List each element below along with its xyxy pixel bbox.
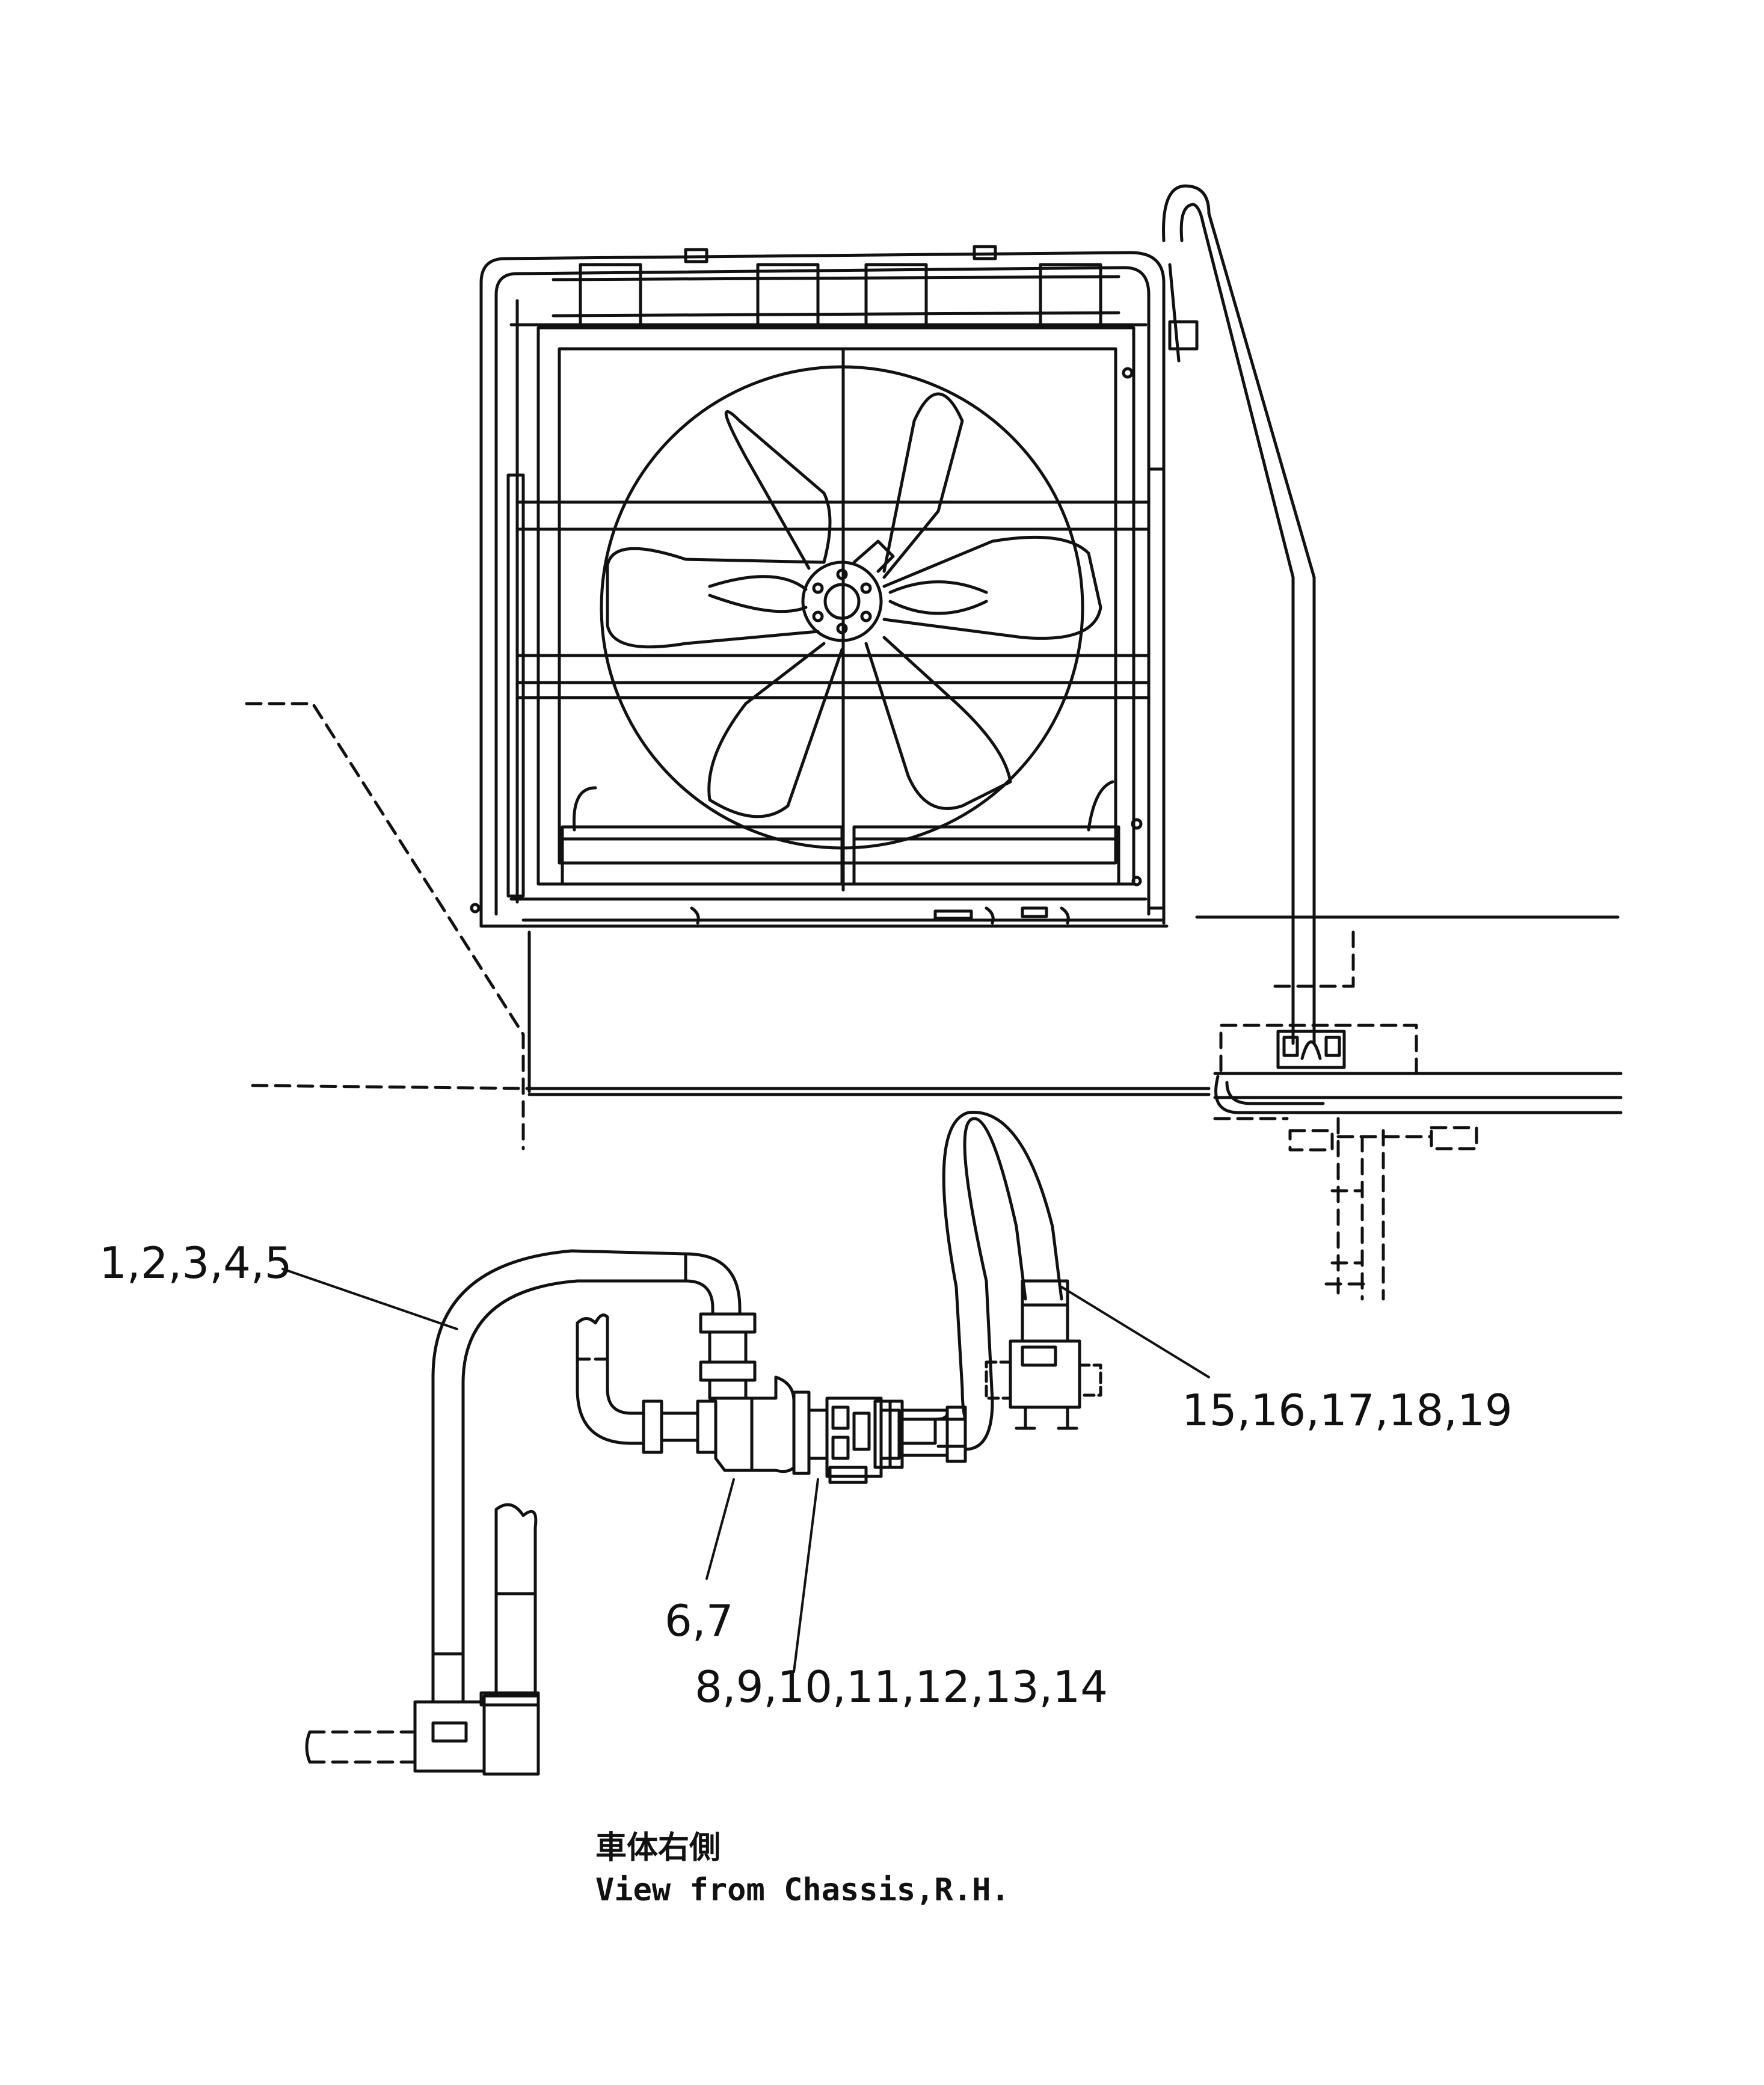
top-cap-2 (756, 263, 820, 330)
fan-hub (801, 560, 883, 642)
stub-pipe (576, 1313, 718, 1454)
callout-hose-right: 15,16,17,18,19 (1182, 1385, 1513, 1436)
callout-elbow: 6,7 (665, 1595, 734, 1646)
top-cap-3 (864, 263, 928, 330)
fan-ring (600, 365, 1084, 850)
fan-blades (606, 392, 1102, 818)
chassis (527, 915, 1623, 1114)
hose-right (888, 1111, 1102, 1469)
handrail (1162, 184, 1346, 1069)
elbow (708, 1375, 811, 1475)
caption-english: View from Chassis,R.H. (595, 1872, 1010, 1908)
chassis-hidden-lines (245, 702, 1478, 1301)
top-cap-1 (579, 263, 642, 330)
radiator-assembly (470, 245, 1169, 928)
callout-valve: 8,9,10,11,12,13,14 (695, 1662, 1108, 1712)
valve (807, 1396, 937, 1484)
lower-fittings (305, 1503, 540, 1776)
callout-hose-left: 1,2,3,4,5 (99, 1238, 292, 1288)
caption-japanese: 車体右側 (595, 1830, 721, 1866)
top-cap-4 (1039, 263, 1102, 330)
leader-lines (281, 1268, 1210, 1673)
